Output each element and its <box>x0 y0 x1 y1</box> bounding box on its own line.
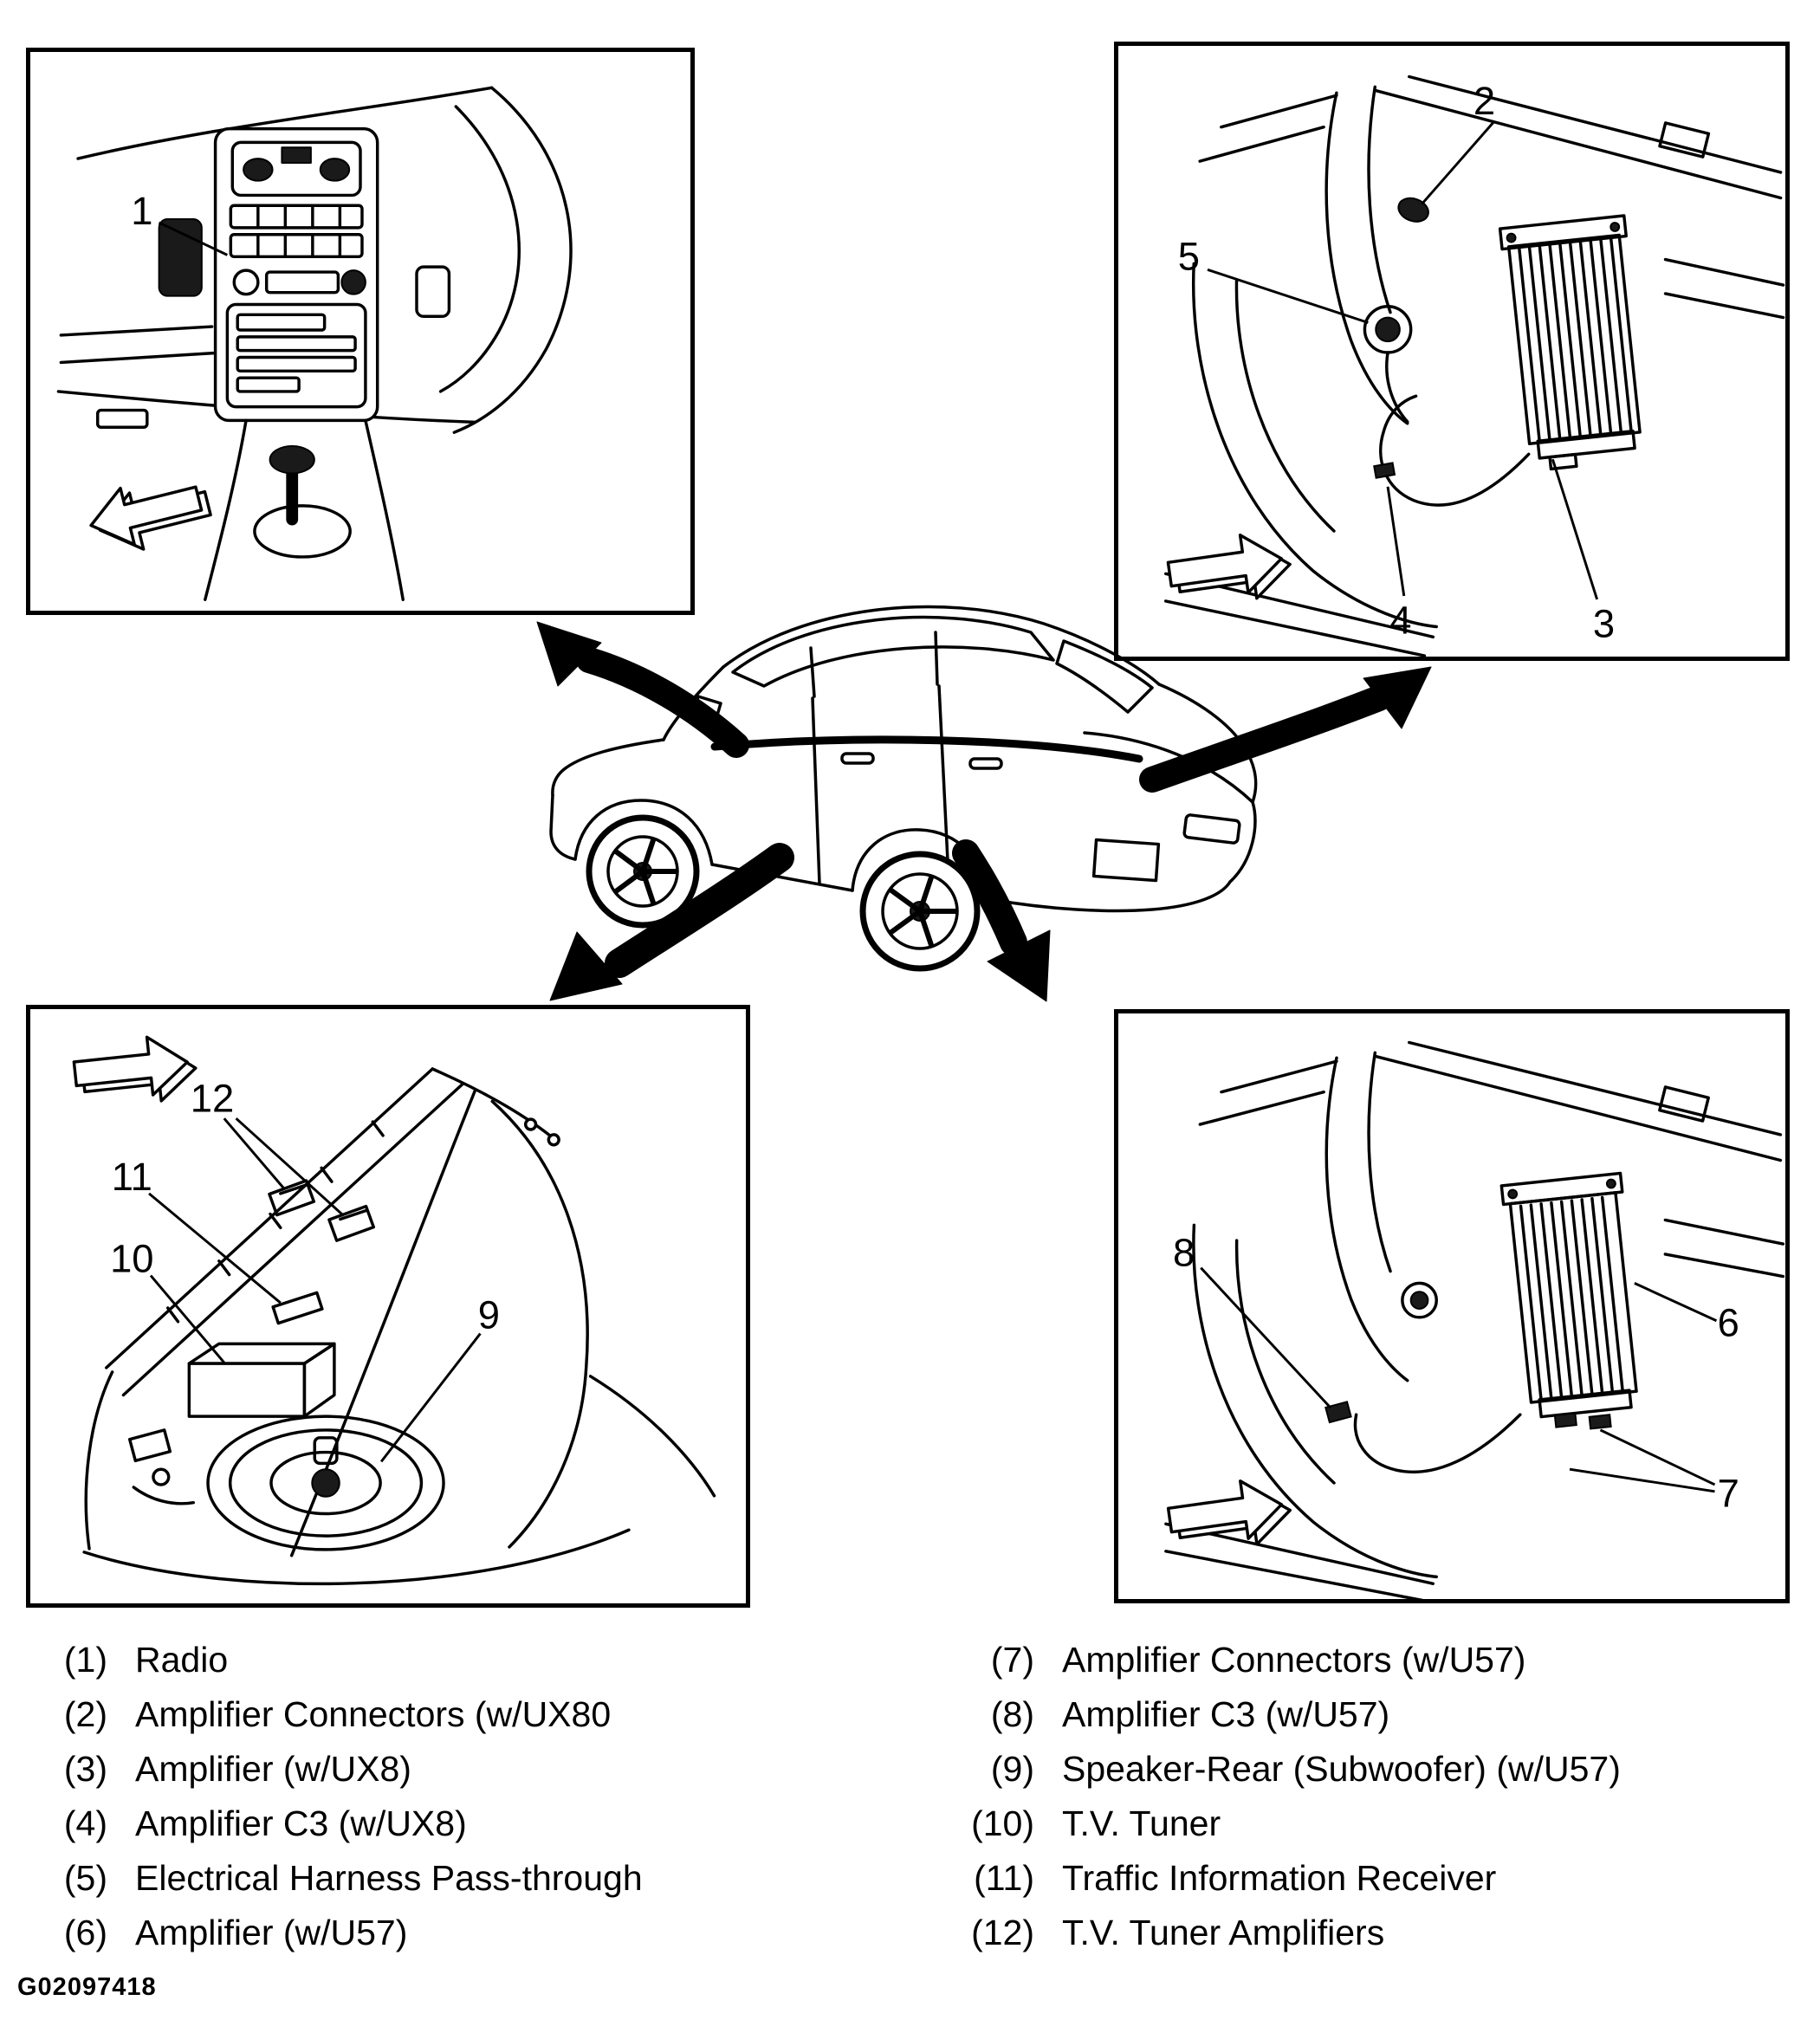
legend-item: (12) T.V. Tuner Amplifiers <box>951 1913 1621 1967</box>
inset-rear-quarter-u57: 8 6 7 <box>1114 1009 1790 1603</box>
legend-item-number: (1) <box>63 1640 107 1680</box>
radio-center-stack <box>213 126 379 423</box>
subwoofer-speaker <box>206 1415 445 1551</box>
callout-11: 11 <box>112 1155 282 1305</box>
dashboard-line-art <box>56 86 573 601</box>
legend-item-label: Amplifier C3 (w/UX8) <box>135 1803 467 1843</box>
legend-item-number: (7) <box>990 1640 1034 1680</box>
callout-7-label: 7 <box>1718 1472 1739 1516</box>
trunk-drawing: 12 11 10 9 <box>72 1035 716 1586</box>
callout-1-label: 1 <box>131 189 152 233</box>
legend-item: (10) T.V. Tuner <box>951 1803 1621 1858</box>
gear-shifter <box>269 444 315 475</box>
amplifier-connector <box>1553 1412 1577 1428</box>
amplifier-connector-ux80 <box>1397 197 1429 223</box>
callout-8-label: 8 <box>1173 1231 1195 1275</box>
traffic-information-receiver <box>271 1291 324 1325</box>
legend-item: (3) Amplifier (w/UX8) <box>24 1749 643 1803</box>
arrow-to-trunk-inset <box>549 843 794 1001</box>
inset-dashboard-radio: 1 <box>26 48 695 615</box>
callout-12-label: 12 <box>191 1076 234 1120</box>
amplifier-u57 <box>1499 1171 1638 1430</box>
callout-8: 8 <box>1173 1231 1332 1409</box>
legend-item-label: Amplifier (w/U57) <box>135 1913 408 1952</box>
amplifier-ux8 <box>1498 214 1642 471</box>
legend-item-label: Amplifier C3 (w/U57) <box>1062 1694 1390 1734</box>
trunk-structure-line-art <box>82 1067 716 1586</box>
legend-item-label: Radio <box>135 1640 229 1680</box>
inset-rear-quarter-ux8: 2 5 4 3 <box>1114 42 1790 661</box>
side-vent <box>158 218 203 297</box>
legend-item-number: (5) <box>63 1858 107 1898</box>
callout-2: 2 <box>1421 79 1496 205</box>
legend-column-left: (1) Radio (2) Amplifier Connectors (w/UX… <box>24 1640 643 1967</box>
legend-item-label: Amplifier Connectors (w/UX80 <box>135 1694 612 1734</box>
callout-5: 5 <box>1178 234 1369 324</box>
legend-item-number: (9) <box>990 1749 1034 1789</box>
view-direction-arrow-icon <box>72 1035 198 1103</box>
legend-item-label: Traffic Information Receiver <box>1062 1858 1497 1898</box>
legend-item: (2) Amplifier Connectors (w/UX80 <box>24 1694 643 1749</box>
tv-tuner-amplifier-modules <box>268 1179 376 1242</box>
legend-item-number: (2) <box>63 1694 107 1734</box>
view-direction-arrow-icon <box>1166 534 1292 600</box>
view-direction-arrow-icon <box>89 485 212 551</box>
callout-10-label: 10 <box>110 1237 153 1281</box>
legend-column-right: (7) Amplifier Connectors (w/U57) (8) Amp… <box>951 1640 1621 1967</box>
legend-item-number: (10) <box>971 1803 1034 1843</box>
legend-item-number: (3) <box>63 1749 107 1789</box>
arrow-to-ux8-inset <box>1139 666 1432 793</box>
legend-item-label: T.V. Tuner Amplifiers <box>1062 1913 1385 1952</box>
callout-12: 12 <box>191 1076 345 1217</box>
car-wheels <box>586 814 981 972</box>
callout-5-label: 5 <box>1178 234 1200 278</box>
tv-tuner <box>187 1342 336 1418</box>
callout-7: 7 <box>1569 1428 1739 1516</box>
callout-11-label: 11 <box>112 1155 152 1199</box>
legend-item-label: T.V. Tuner <box>1062 1803 1221 1843</box>
legend-item: (8) Amplifier C3 (w/U57) <box>951 1694 1621 1749</box>
callout-6-label: 6 <box>1718 1300 1739 1344</box>
rear-quarter-u57-drawing: 8 6 7 <box>1164 1040 1785 1599</box>
legend-item-number: (8) <box>990 1694 1034 1734</box>
quarter-structure-line-art <box>1164 1040 1785 1599</box>
arrow-to-u57-inset <box>952 839 1051 1002</box>
figure-code: G02097418 <box>17 1973 157 2001</box>
legend-item-number: (6) <box>63 1913 107 1952</box>
harness-grommet <box>1401 1281 1438 1319</box>
legend-item-label: Amplifier (w/UX8) <box>135 1749 411 1789</box>
callout-2-label: 2 <box>1473 79 1495 123</box>
legend-item: (6) Amplifier (w/U57) <box>24 1913 643 1967</box>
view-direction-arrow-icon <box>1166 1479 1292 1546</box>
legend-item: (11) Traffic Information Receiver <box>951 1858 1621 1913</box>
callout-3-label: 3 <box>1593 601 1615 645</box>
harness-pass-through-grommet <box>1363 305 1413 424</box>
legend-item-number: (12) <box>971 1913 1034 1952</box>
legend-item: (4) Amplifier C3 (w/UX8) <box>24 1803 643 1858</box>
callout-9-label: 9 <box>478 1293 500 1337</box>
legend-item-label: Electrical Harness Pass-through <box>135 1858 643 1898</box>
legend-item-number: (11) <box>974 1858 1034 1898</box>
legend-item-label: Amplifier Connectors (w/U57) <box>1062 1640 1526 1680</box>
callout-1: 1 <box>131 189 229 256</box>
callout-4: 4 <box>1386 486 1411 642</box>
callout-3: 3 <box>1551 458 1615 645</box>
arrow-to-dashboard-inset <box>536 621 749 758</box>
legend-item: (5) Electrical Harness Pass-through <box>24 1858 643 1913</box>
rear-quarter-ux8-drawing: 2 5 4 3 <box>1163 74 1785 657</box>
callout-6: 6 <box>1634 1282 1739 1344</box>
legend-item: (7) Amplifier Connectors (w/U57) <box>951 1640 1621 1694</box>
callout-10: 10 <box>110 1237 225 1364</box>
legend-item-label: Speaker-Rear (Subwoofer) (w/U57) <box>1062 1749 1621 1789</box>
amplifier-c3-connector-u57 <box>1325 1401 1352 1424</box>
callout-9: 9 <box>379 1293 500 1463</box>
legend-item: (1) Radio <box>24 1640 643 1694</box>
amplifier-connector <box>1588 1414 1612 1430</box>
dashboard-drawing: 1 <box>56 86 573 601</box>
legend-item: (9) Speaker-Rear (Subwoofer) (w/U57) <box>951 1749 1621 1803</box>
legend-item-number: (4) <box>63 1803 107 1843</box>
callout-4-label: 4 <box>1389 598 1411 642</box>
inset-trunk: 12 11 10 9 <box>26 1005 750 1608</box>
amplifier-c3-connector <box>1373 462 1396 479</box>
